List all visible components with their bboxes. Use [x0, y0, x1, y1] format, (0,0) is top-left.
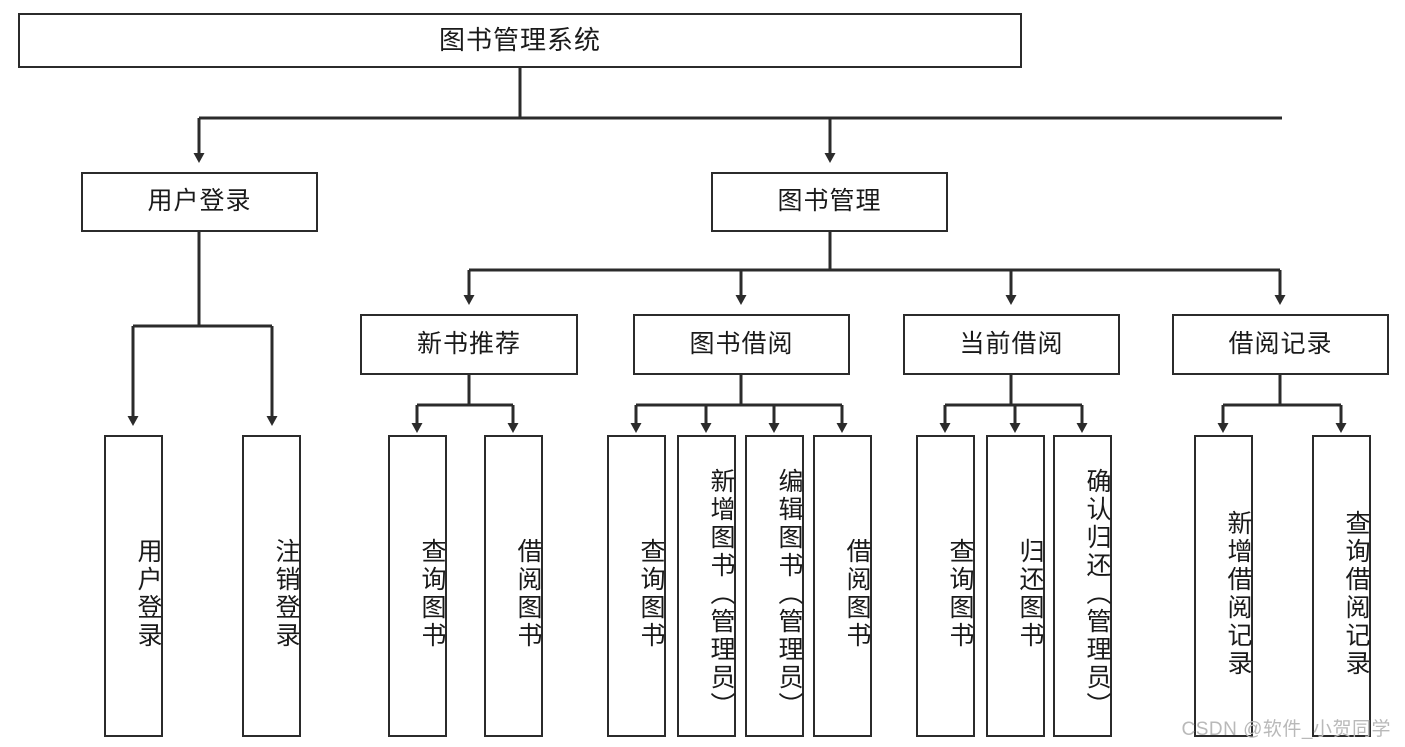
node-borrow-record[interactable]: 借阅记录	[1172, 314, 1389, 375]
node-new-book-recommend[interactable]: 新书推荐	[360, 314, 578, 375]
node-book-borrow[interactable]: 图书借阅	[633, 314, 850, 375]
leaf-borrow-book[interactable]: 借阅图书	[813, 435, 872, 737]
leaf-user-login[interactable]: 用户登录	[104, 435, 163, 737]
node-root[interactable]: 图书管理系统	[18, 13, 1022, 68]
leaf-query-book-newbook[interactable]: 查询图书	[388, 435, 447, 737]
leaf-query-borrow-record-label: 查询借阅记录	[1342, 510, 1370, 678]
leaf-borrow-book-newbook-label: 借阅图书	[514, 538, 542, 650]
leaf-query-book-newbook-label: 查询图书	[418, 538, 446, 650]
leaf-user-login-label: 用户登录	[134, 538, 162, 650]
node-current-borrow-label: 当前借阅	[959, 329, 1064, 358]
node-user-login[interactable]: 用户登录	[81, 172, 318, 232]
leaf-borrow-book-label: 借阅图书	[843, 538, 871, 650]
leaf-query-book-borrow[interactable]: 查询图书	[607, 435, 666, 737]
node-book-management[interactable]: 图书管理	[711, 172, 948, 232]
node-book-borrow-label: 图书借阅	[689, 329, 794, 358]
node-borrow-record-label: 借阅记录	[1228, 329, 1333, 358]
leaf-return-book[interactable]: 归还图书	[986, 435, 1045, 737]
leaf-query-borrow-record[interactable]: 查询借阅记录	[1312, 435, 1371, 737]
leaf-return-book-label: 归还图书	[1016, 538, 1044, 650]
leaf-add-book-admin[interactable]: 新增图书（管理员）	[677, 435, 736, 737]
leaf-edit-book-admin-label: 编辑图书（管理员）	[775, 468, 803, 720]
node-new-book-recommend-label: 新书推荐	[416, 329, 521, 358]
leaf-query-book-borrow-label: 查询图书	[637, 538, 665, 650]
node-book-management-label: 图书管理	[777, 187, 882, 216]
leaf-edit-book-admin[interactable]: 编辑图书（管理员）	[745, 435, 804, 737]
node-user-login-label: 用户登录	[147, 187, 252, 216]
leaf-add-borrow-record[interactable]: 新增借阅记录	[1194, 435, 1253, 737]
node-root-label: 图书管理系统	[438, 25, 601, 56]
leaf-logout-label: 注销登录	[272, 538, 300, 650]
leaf-add-borrow-record-label: 新增借阅记录	[1224, 510, 1252, 678]
leaf-logout[interactable]: 注销登录	[242, 435, 301, 737]
leaf-borrow-book-newbook[interactable]: 借阅图书	[484, 435, 543, 737]
node-current-borrow[interactable]: 当前借阅	[903, 314, 1120, 375]
leaf-query-book-current-label: 查询图书	[946, 538, 974, 650]
leaf-add-book-admin-label: 新增图书（管理员）	[707, 468, 735, 720]
leaf-query-book-current[interactable]: 查询图书	[916, 435, 975, 737]
leaf-confirm-return-admin[interactable]: 确认归还（管理员）	[1053, 435, 1112, 737]
leaf-confirm-return-admin-label: 确认归还（管理员）	[1083, 468, 1111, 720]
